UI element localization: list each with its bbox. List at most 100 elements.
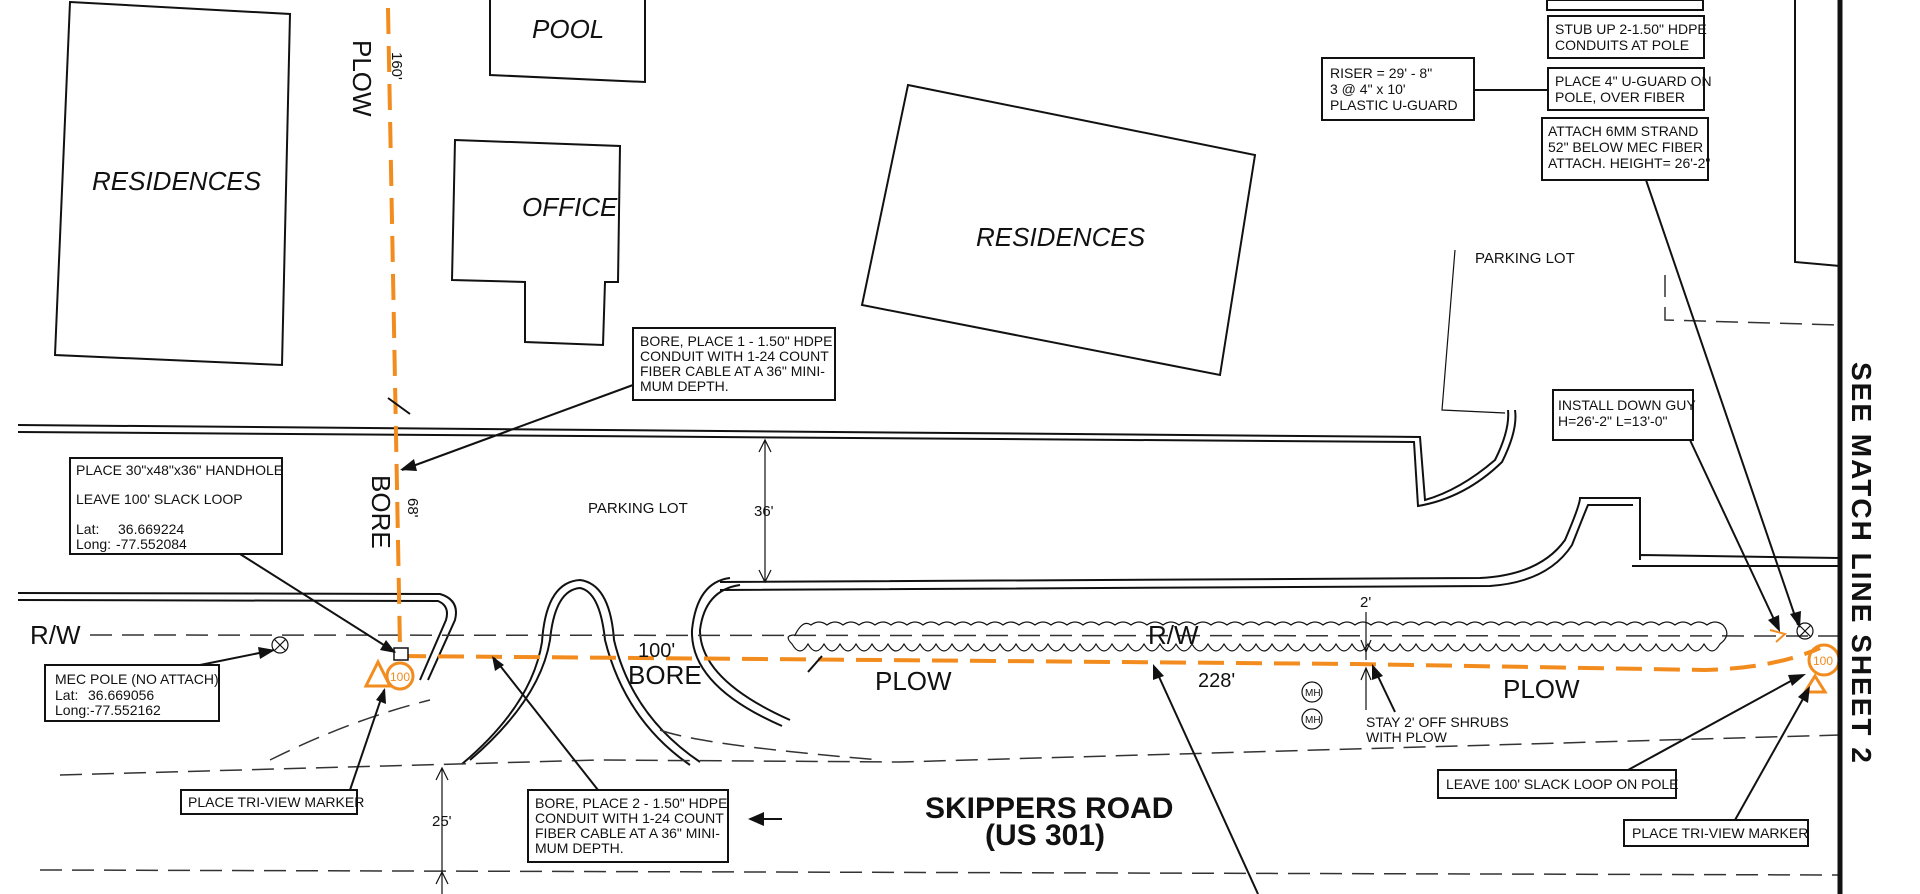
note-line: ATTACH. HEIGHT= 26'-2" [1548,155,1710,171]
note-line: FIBER CABLE AT A 36" MINI- [535,825,720,841]
manhole-label: MH [1305,715,1321,726]
fiber-route: 100 100 [363,7,1841,694]
manhole-symbols: MH MH [1301,681,1323,730]
note-line: H=26'-2" L=13'-0" [1558,413,1667,429]
note-line: LEAVE 100' SLACK LOOP ON POLE [1446,776,1679,792]
note-line: CONDUIT WITH 1-24 COUNT [640,348,829,364]
tri-view-marker-left-icon [363,658,393,688]
building-edge-right [1794,0,1841,267]
north-arrow-icon [748,812,782,826]
note-line: MUM DEPTH. [535,840,624,856]
dimension-shrub-offset: 2' [1360,594,1372,710]
parking-offset-value: 36' [754,503,774,520]
note-line: ATTACH 6MM STRAND [1548,123,1698,139]
note-line: 36.669224 [118,521,184,537]
plow-vertical-label: PLOW [347,40,377,117]
note-attach-strand: ATTACH 6MM STRAND 52" BELOW MEC FIBER AT… [1541,117,1801,628]
note-line: BORE, PLACE 1 - 1.50" HDPE [640,333,833,349]
note-stay-off-shrubs: STAY 2' OFF SHRUBS WITH PLOW [1366,664,1509,745]
note-line: PLACE TRI-VIEW MARKER [188,794,364,810]
plow-vertical-length: 160' [388,52,405,80]
bore-horizontal-length: 100' [638,640,675,662]
building-label: OFFICE [522,192,618,222]
dimension-road-offset: 25' [432,766,452,894]
note-line: 36.669056 [88,687,154,703]
match-line-label: SEE MATCH LINE SHEET 2 [1846,362,1877,765]
road-name: SKIPPERS ROAD [925,792,1173,825]
note-line: CONDUIT WITH 1-24 COUNT [535,810,724,826]
note-tri-view-left: PLACE TRI-VIEW MARKER [180,688,386,815]
callout-leader-plow [1153,664,1259,894]
note-bore-place-1: BORE, PLACE 1 - 1.50" HDPE CONDUIT WITH … [400,327,836,471]
note-handhole: PLACE 30"x48"x36" HANDHOLE LEAVE 100' SL… [69,457,396,653]
note-bore-place-2: BORE, PLACE 2 - 1.50" HDPE CONDUIT WITH … [492,656,729,863]
match-line: SEE MATCH LINE SHEET 2 [1837,0,1877,894]
plow-main-label: PLOW [875,666,952,696]
mec-pole-left [271,636,289,654]
rw-label-left: R/W [30,620,81,650]
note-line: PLASTIC U-GUARD [1330,97,1458,113]
plow-right-label: PLOW [1503,674,1580,704]
building-label: POOL [532,14,604,44]
utility-pole-icon [271,636,289,654]
note-down-guy: INSTALL DOWN GUY H=26'-2" L=13'-0" [1552,389,1780,632]
shrub-row: R/W [787,620,1728,652]
manhole-icon [1301,681,1323,703]
building-office: OFFICE [450,138,622,347]
note-line: Lat: [55,687,78,703]
building-residences-center: RESIDENCES [860,83,1257,377]
building-label: RESIDENCES [92,166,262,196]
note-line: 3 @ 4" x 10' [1330,81,1406,97]
manhole-icon [1301,708,1323,730]
note-line: RISER = 29' - 8" [1330,65,1432,81]
note-line: STUB UP 2-1.50" HDPE [1555,21,1707,37]
note-line: MUM DEPTH. [640,378,729,394]
note-line: STAY 2' OFF SHRUBS [1366,714,1509,730]
note-line: WITH PLOW [1366,729,1448,745]
bore-vertical-length: 68' [404,498,421,518]
note-line: PLACE 4" U-GUARD ON [1555,73,1712,89]
road-label: SKIPPERS ROAD (US 301) [925,792,1173,852]
building-pool: POOL [489,0,646,84]
road-route: (US 301) [985,819,1105,852]
bore-vertical-label: BORE [366,475,396,549]
parking-lot-edges [17,249,1841,766]
note-line: PLACE 30"x48"x36" HANDHOLE [76,462,283,478]
note-riser: RISER = 29' - 8" 3 @ 4" x 10' PLASTIC U-… [1321,57,1548,121]
route-tick [387,397,411,415]
utility-pole-icon [1796,622,1814,640]
note-line: -77.552162 [90,702,161,718]
down-guy-arrow-icon [1769,629,1788,643]
note-line: POLE, OVER FIBER [1555,89,1685,105]
route-tick [807,655,823,673]
note-mec-pole: MEC POLE (NO ATTACH) Lat: 36.669056 Long… [44,647,275,722]
note-line: PLACE TRI-VIEW MARKER [1632,825,1808,841]
road-edges [39,634,1841,876]
note-line: LEAVE 100' SLACK LOOP [76,491,243,507]
note-tri-view-right: PLACE TRI-VIEW MARKER [1623,686,1810,847]
note-line: MEC POLE (NO ATTACH) [55,671,219,687]
note-u-guard: PLACE 4" U-GUARD ON POLE, OVER FIBER [1547,67,1712,111]
bore-horizontal-label: BORE [628,660,702,690]
building-label: RESIDENCES [976,222,1146,252]
dimension-parking-offset: 36' [754,438,774,584]
handhole-icon [393,647,409,661]
note-line: 52" BELOW MEC FIBER [1548,139,1703,155]
note-line: Lat: [76,521,99,537]
parking-lot-label: PARKING LOT [588,500,688,517]
manhole-label: MH [1305,688,1321,699]
shrub-offset-value: 2' [1360,594,1371,611]
road-offset-value: 25' [432,813,452,830]
note-line: Long: [55,702,90,718]
slack-loop-right-value: 100 [1813,654,1833,668]
note-line: BORE, PLACE 2 - 1.50" HDPE [535,795,728,811]
building-residences-left: RESIDENCES [53,0,292,367]
note-line: INSTALL DOWN GUY [1558,397,1696,413]
note-line: -77.552084 [116,536,187,552]
note-line: FIBER CABLE AT A 36" MINI- [640,363,825,379]
parking-lot-label-right: PARKING LOT [1475,250,1575,267]
tri-view-marker-right-icon [1802,673,1828,694]
note-line: CONDUITS AT POLE [1555,37,1689,53]
slack-loop-left-icon [385,661,415,691]
